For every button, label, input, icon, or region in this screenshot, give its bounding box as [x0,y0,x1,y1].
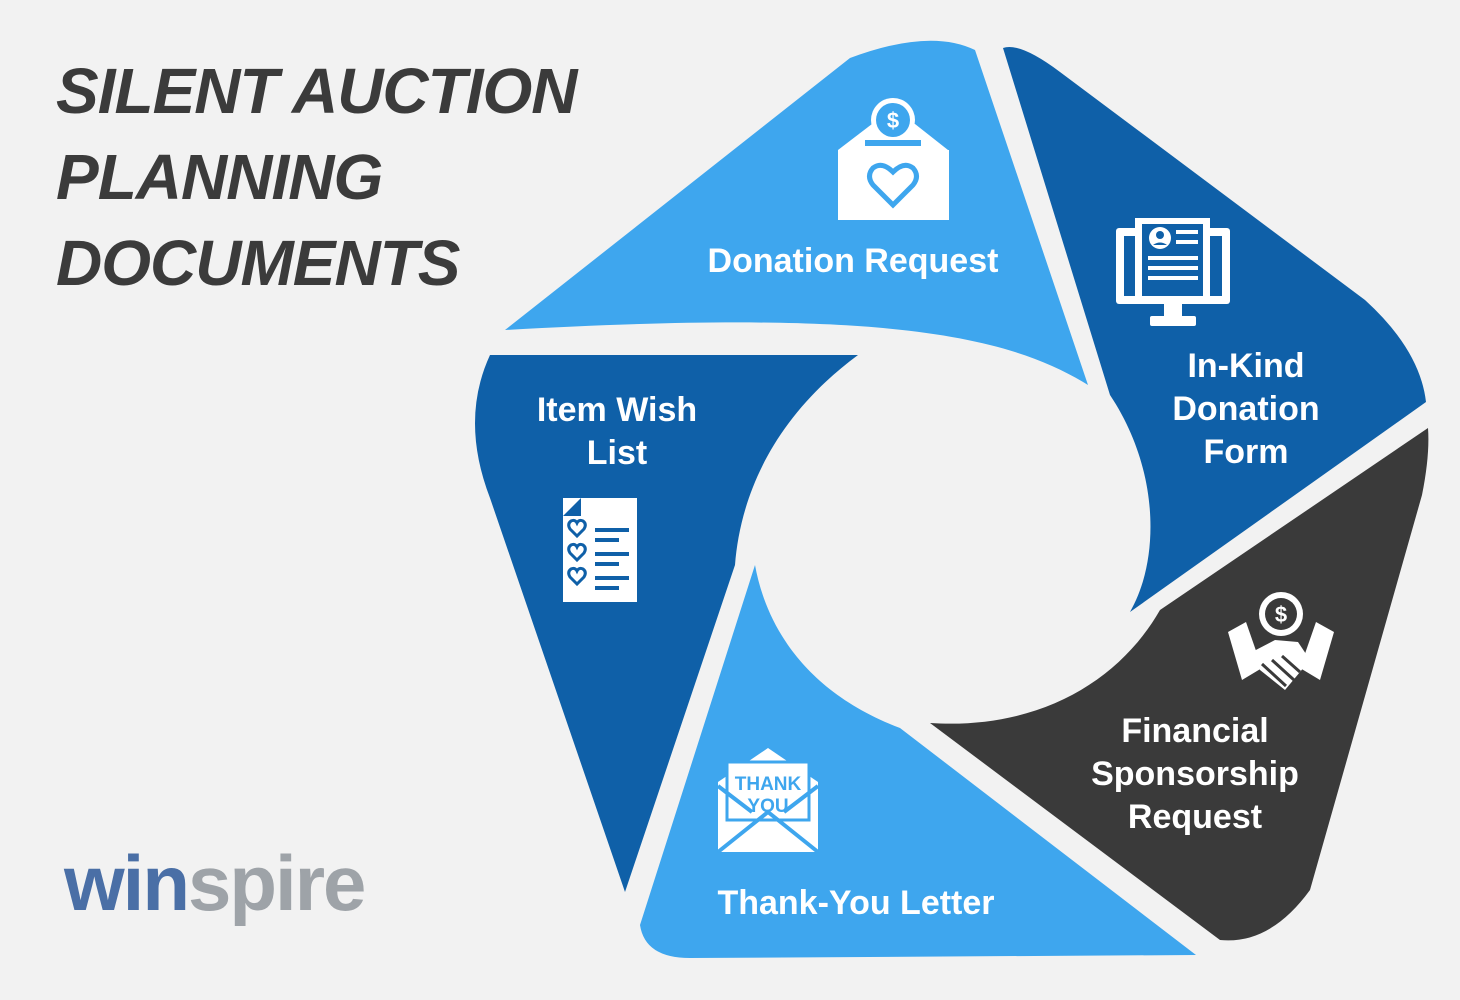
label-wish-list-line-2: List [587,434,647,472]
label-financial-line-3: Request [1128,798,1262,836]
logo-part-1: win [64,839,190,927]
wish-list-document-icon [563,498,637,602]
label-donation-request: Donation Request [708,242,999,280]
segment-in-kind-donation-form [1003,47,1426,612]
label-in-kind-line-1: In-Kind [1187,347,1304,385]
segment-thank-you-letter [640,565,1196,958]
label-thank-you-letter: Thank-You Letter [717,884,994,922]
envelope-text-1: THANK [735,774,802,795]
label-financial-line-1: Financial [1121,712,1268,750]
title-line-3: DOCUMENTS [56,227,460,299]
title-line-2: PLANNING [56,141,383,213]
segment-item-wish-list [475,355,858,892]
logo-part-2: spire [188,839,366,927]
segment-financial-sponsorship-request [930,428,1429,941]
label-wish-list-line-1: Item Wish [537,391,697,429]
handshake-dollar-icon: $ [1228,592,1334,690]
page-title: SILENT AUCTION PLANNING DOCUMENTS [56,48,577,306]
svg-text:$: $ [887,108,899,133]
winspire-logo: winspire [64,838,366,929]
label-in-kind-line-2: Donation [1172,390,1319,428]
label-financial-line-2: Sponsorship [1091,755,1299,793]
envelope-text-2: YOU [747,796,788,817]
segment-donation-request [505,40,1088,385]
computer-profile-icon [1116,218,1230,326]
label-in-kind-line-3: Form [1204,433,1289,471]
svg-text:$: $ [1275,602,1287,627]
donation-box-icon: $ [838,98,949,220]
thank-you-envelope-icon: THANK YOU [716,748,820,854]
title-line-1: SILENT AUCTION [56,55,577,127]
